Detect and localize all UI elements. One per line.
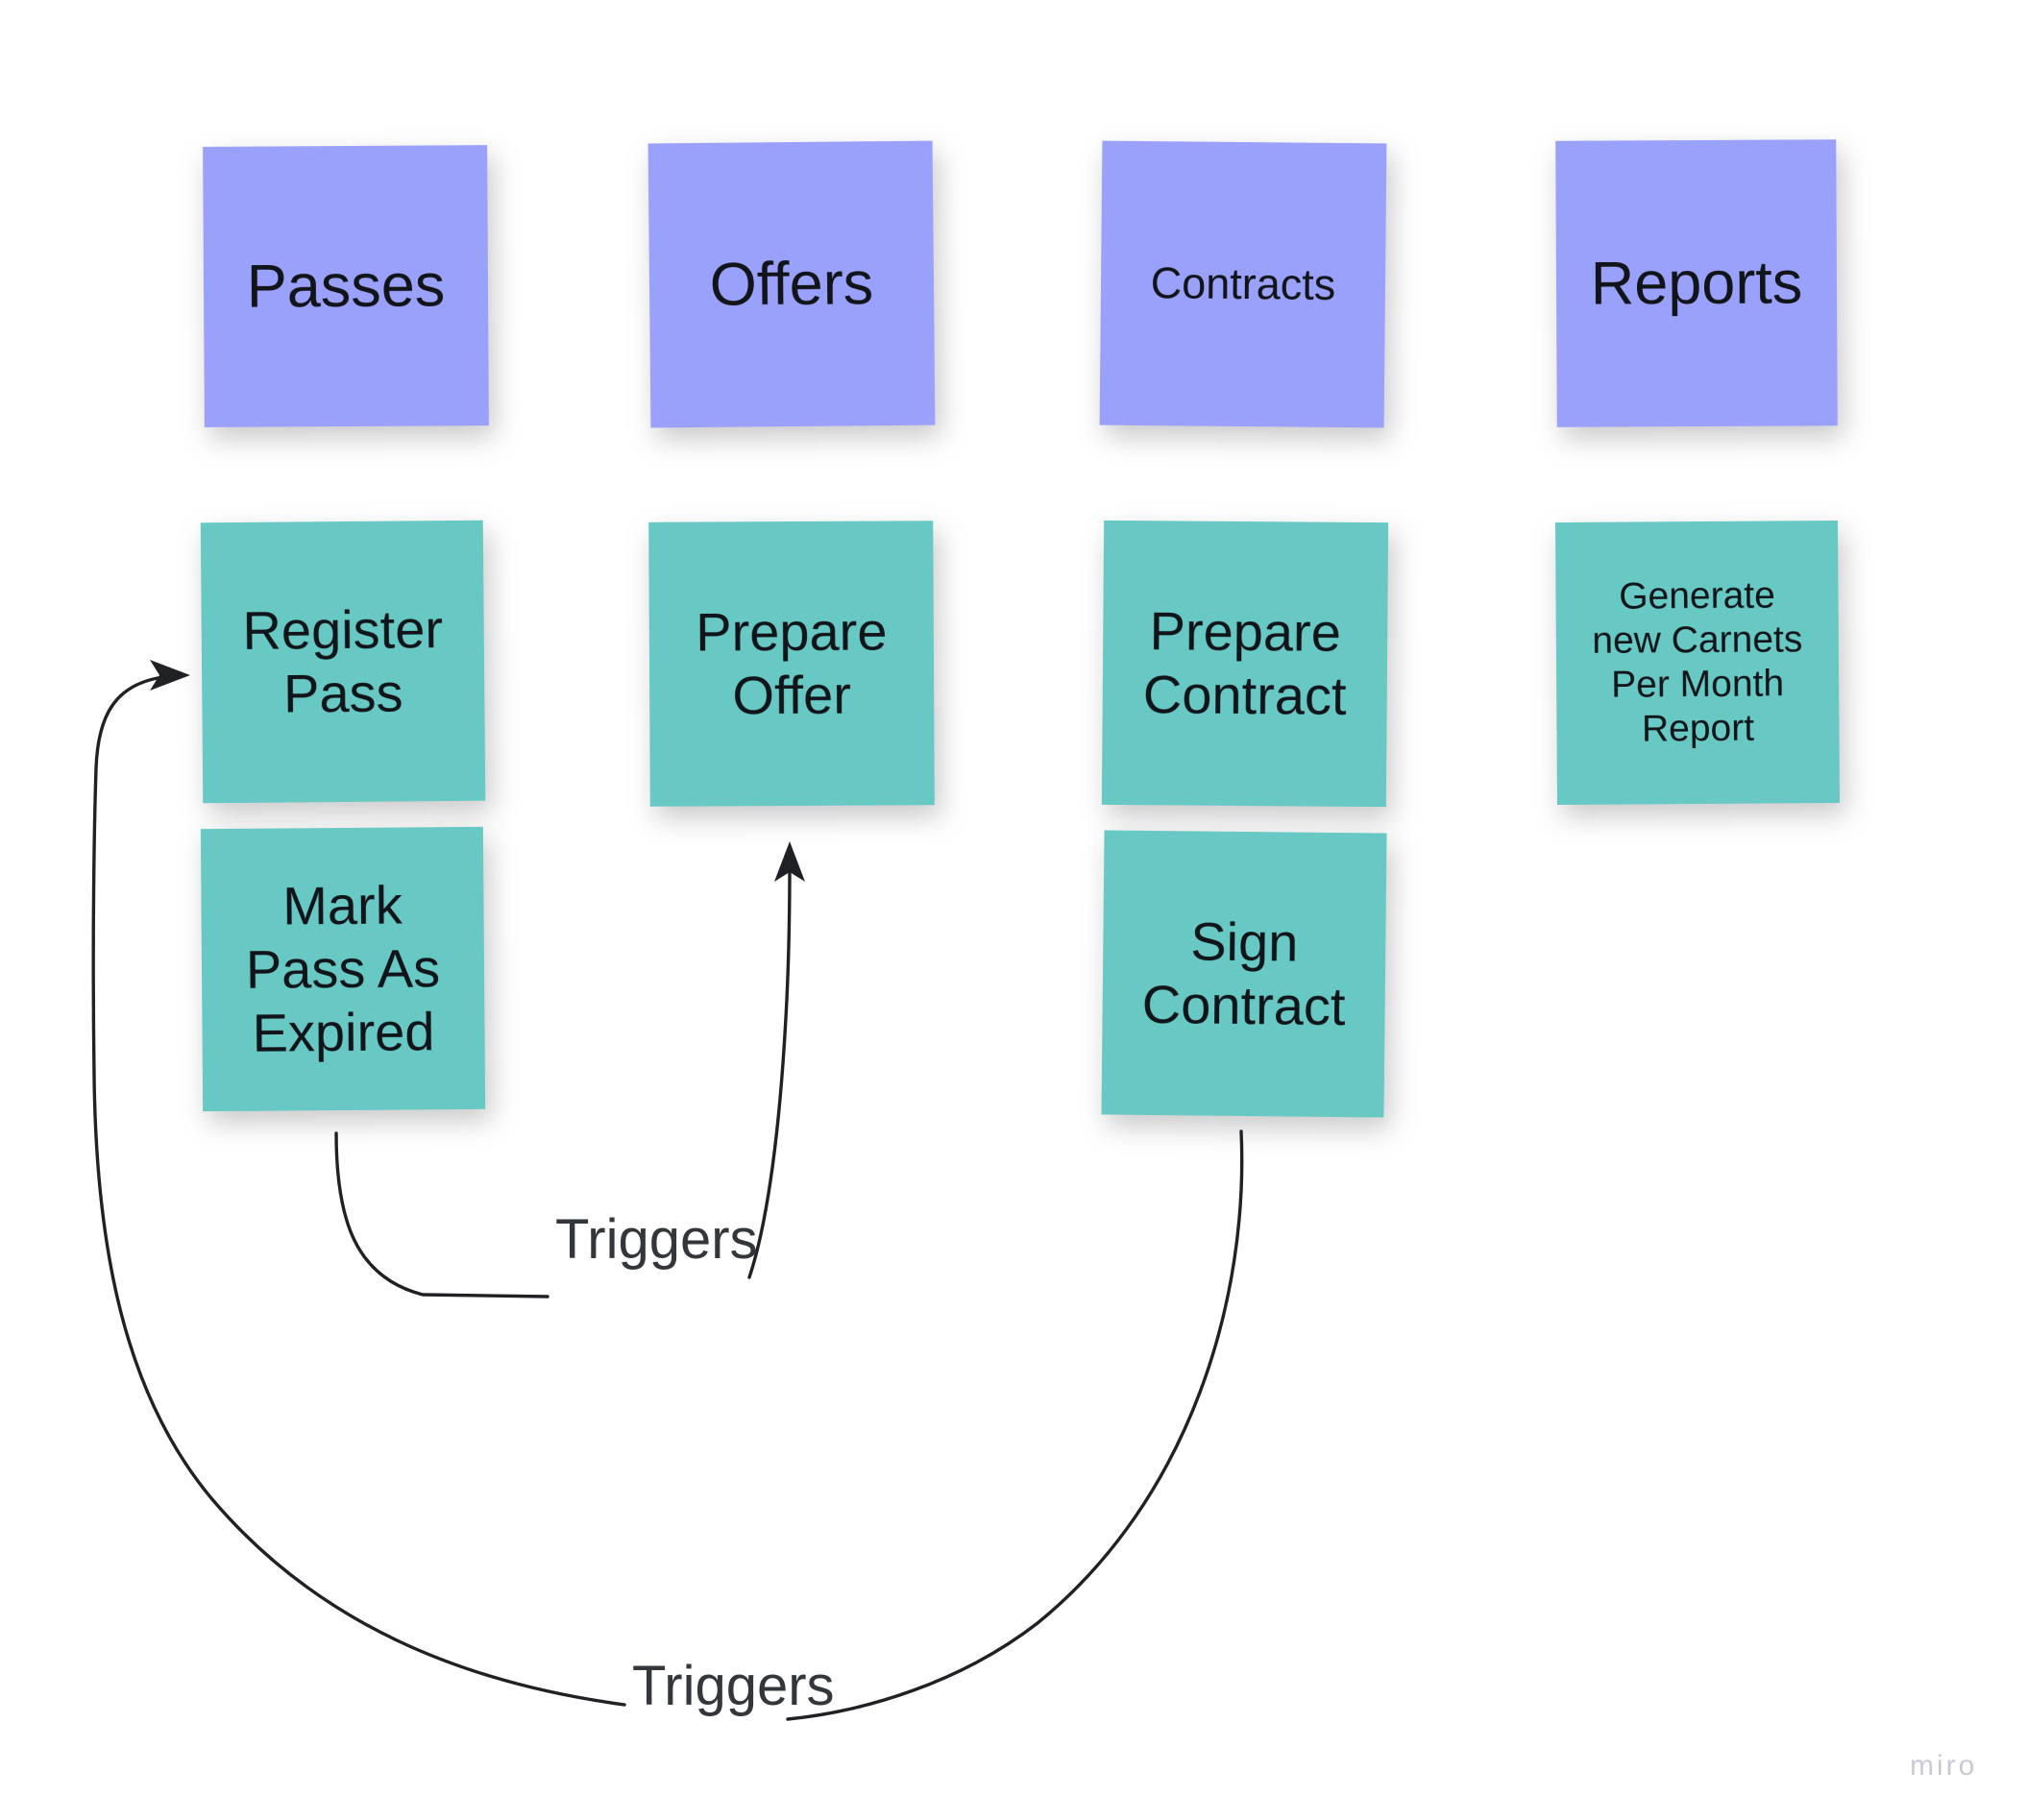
arrowhead-register-pass xyxy=(150,660,190,691)
sticky-note-action-mark-pass-as-expired[interactable]: Mark Pass As Expired xyxy=(200,826,486,1112)
sticky-note-category-passes[interactable]: Passes xyxy=(203,145,489,427)
sticky-note-action-register-pass[interactable]: Register Pass xyxy=(200,520,486,804)
sticky-note-category-offers[interactable]: Offers xyxy=(647,140,936,428)
connector-sign-contract-to-register-pass xyxy=(91,660,1244,1721)
sticky-note-action-prepare-contract[interactable]: Prepare Contract xyxy=(1101,520,1389,808)
sticky-note-label: Reports xyxy=(1590,249,1803,318)
sticky-note-action-sign-contract[interactable]: Sign Contract xyxy=(1101,830,1387,1118)
sticky-note-category-contracts[interactable]: Contracts xyxy=(1099,140,1387,428)
sticky-note-label: Contracts xyxy=(1150,258,1336,310)
connector-segment-source xyxy=(786,1129,1244,1721)
connector-label-triggers-register-pass[interactable]: Triggers xyxy=(632,1655,835,1717)
sticky-note-label: Mark Pass As Expired xyxy=(245,874,441,1063)
sticky-note-label: Passes xyxy=(246,252,446,321)
sticky-note-label: Register Pass xyxy=(242,598,444,724)
sticky-note-action-prepare-offer[interactable]: Prepare Offer xyxy=(648,521,935,807)
sticky-note-category-reports[interactable]: Reports xyxy=(1555,139,1838,427)
sticky-note-label: Offers xyxy=(709,250,874,319)
arrowhead-prepare-offer xyxy=(774,841,805,882)
connector-label-triggers-prepare-offer[interactable]: Triggers xyxy=(555,1208,758,1271)
sticky-note-label: Generate new Carnets Per Month Report xyxy=(1592,574,1803,750)
connector-segment-source xyxy=(334,1131,549,1298)
sticky-note-label: Prepare Offer xyxy=(696,600,888,726)
sticky-note-label: Sign Contract xyxy=(1141,910,1346,1037)
sticky-note-action-generate-carnets-report[interactable]: Generate new Carnets Per Month Report xyxy=(1554,520,1841,806)
miro-watermark: miro xyxy=(1910,1750,1978,1782)
sticky-note-label: Prepare Contract xyxy=(1142,600,1347,726)
